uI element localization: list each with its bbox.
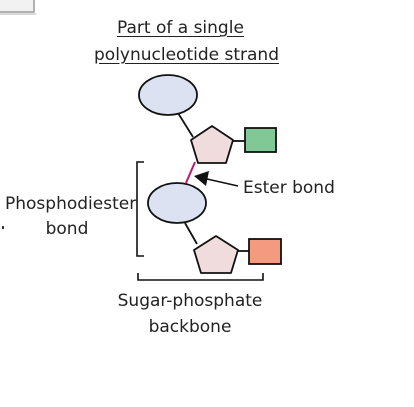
phosphate-sugar-bond-bottom — [184, 222, 198, 245]
backbone-bracket — [137, 273, 264, 281]
ester-bond-arrow-head — [194, 171, 209, 186]
ester-bond-arrow-shaft — [206, 178, 239, 187]
backbone-label-line-2: backbone — [148, 317, 232, 337]
phosphate-bottom — [147, 182, 207, 224]
ester-bond-line — [185, 161, 196, 184]
phosphodiester-bracket — [136, 161, 144, 257]
phosphodiester-label-line-2: bond — [45, 219, 89, 239]
frame-artifact — [0, 0, 36, 15]
title-line-1: Part of a single — [117, 18, 244, 38]
phosphate-top — [138, 74, 198, 116]
base-top — [244, 127, 277, 153]
ester-bond-label: Ester bond — [243, 178, 335, 198]
sugar-bottom — [193, 235, 239, 274]
stray-mark — [2, 226, 4, 229]
sugar-top — [190, 125, 234, 164]
title-line-2: polynucleotide strand — [94, 45, 279, 65]
base-bottom — [248, 238, 282, 265]
backbone-label-line-1: Sugar-phosphate — [117, 291, 263, 311]
phosphodiester-label-line-1: Phosphodiester — [5, 194, 137, 214]
phosphate-sugar-bond-top — [177, 112, 194, 138]
